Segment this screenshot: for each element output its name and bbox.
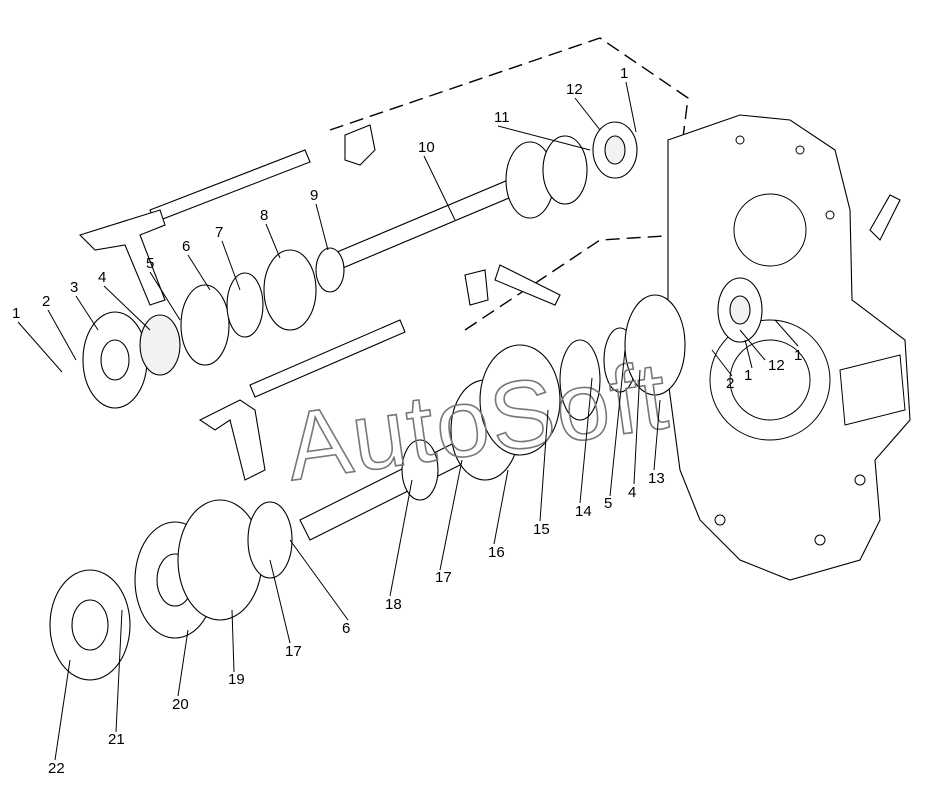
leader-lines [17,81,799,761]
gearbox-housing [667,114,911,581]
leader-line [103,285,151,331]
callout-label: 1 [744,367,752,384]
leader-line [187,254,211,291]
callout-label: 2 [42,293,50,310]
leader-line [265,223,281,259]
callout-label: 12 [768,357,785,374]
leader-line [653,399,661,471]
callout-label: 1 [794,347,802,364]
callout-label: 5 [146,255,154,272]
leader-line [289,539,349,621]
callout-label: 5 [604,495,612,512]
callout-label: 14 [575,503,592,520]
callout-label: 18 [385,596,402,613]
callout-label: 12 [566,81,583,98]
callout-label: 1 [12,305,20,322]
leader-line [539,409,549,522]
callout-label: 19 [228,671,245,688]
upper-gear-set [82,121,638,409]
callout-label: 6 [182,238,190,255]
shift-forks [78,124,901,481]
callout-label: 4 [628,484,636,501]
leader-line [774,319,799,347]
callout-label: 6 [342,620,350,637]
leader-line [579,377,593,504]
leader-line [115,609,123,733]
leader-line [493,469,509,545]
callout-label: 3 [70,279,78,296]
leader-line [389,479,413,597]
leader-line [75,295,99,331]
leader-line [17,321,63,373]
callout-label: 2 [726,375,734,392]
leader-line [269,559,291,644]
leader-line [47,309,77,361]
leader-line [221,240,241,291]
callout-label: 11 [494,109,510,126]
leader-line [609,349,626,497]
callout-label: 1 [620,65,628,82]
leader-line [315,203,329,251]
leader-line [177,629,189,697]
callout-label: 20 [172,696,189,713]
callout-label: 17 [285,643,302,660]
callout-label: 10 [418,139,435,156]
leader-line [633,369,641,485]
callout-label: 21 [108,731,125,748]
callout-label: 9 [310,187,318,204]
leader-line [439,459,463,571]
callout-label: 17 [435,569,452,586]
leader-line [574,97,601,131]
leader-line [739,329,766,361]
callout-label: 22 [48,760,65,777]
callout-label: 7 [215,224,223,241]
leader-line [497,125,591,151]
leader-line [149,271,181,321]
leader-line [744,339,753,369]
leader-line [625,81,637,133]
callout-label: 15 [533,521,550,538]
leader-line [423,155,456,221]
leader-line [54,659,71,761]
callout-label: 8 [260,207,268,224]
callout-label: 13 [648,470,665,487]
callout-label: 4 [98,269,106,286]
callout-labels: 1 2 3 4 5 6 7 8 9 10 11 12 1 12 1 1 2 13… [12,65,802,777]
leader-line [231,609,235,673]
upper-shaft [149,149,529,271]
leader-line [711,349,733,377]
callout-label: 16 [488,544,505,561]
